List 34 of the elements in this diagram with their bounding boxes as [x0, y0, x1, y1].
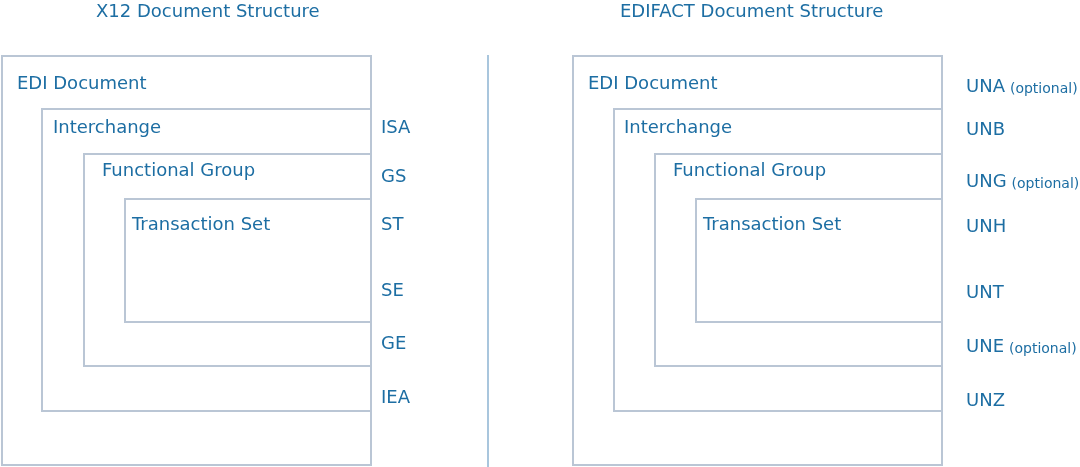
segment-label: UNB — [966, 118, 1005, 140]
segment-label: GS — [381, 165, 407, 187]
segment-label: UNH — [966, 215, 1007, 237]
segment-label: IEA — [381, 386, 410, 408]
structure-box — [613, 108, 943, 412]
segment-label: ISA — [381, 116, 411, 138]
segment-label: UNE — [966, 335, 1004, 357]
structure-box — [572, 55, 943, 466]
box-heading: Functional Group — [102, 159, 256, 181]
segment-label: ST — [381, 213, 404, 235]
structure-box — [1, 55, 372, 466]
structure-box — [695, 198, 943, 323]
box-heading: Interchange — [624, 116, 733, 138]
panel-title: EDIFACT Document Structure — [620, 0, 884, 22]
structure-box — [83, 153, 372, 367]
optional-note: (optional) — [1009, 339, 1077, 358]
segment-label: GE — [381, 332, 407, 354]
segment-label: UNZ — [966, 389, 1005, 411]
box-heading: EDI Document — [588, 72, 718, 94]
optional-note: (optional) — [1009, 79, 1078, 98]
structure-box — [124, 198, 372, 323]
box-heading: EDI Document — [17, 72, 147, 94]
segment-label: SE — [381, 279, 404, 301]
structure-box — [41, 108, 372, 412]
structure-box — [654, 153, 943, 367]
box-heading: Transaction Set — [703, 213, 842, 235]
segment-label: UNA — [966, 75, 1005, 97]
panel-title: X12 Document Structure — [96, 0, 320, 22]
segment-label: UNG — [966, 170, 1007, 192]
box-heading: Functional Group — [673, 159, 827, 181]
segment-label: UNT — [966, 281, 1004, 303]
box-heading: Interchange — [53, 116, 162, 138]
box-heading: Transaction Set — [132, 213, 271, 235]
optional-note: (optional) — [1011, 174, 1080, 193]
